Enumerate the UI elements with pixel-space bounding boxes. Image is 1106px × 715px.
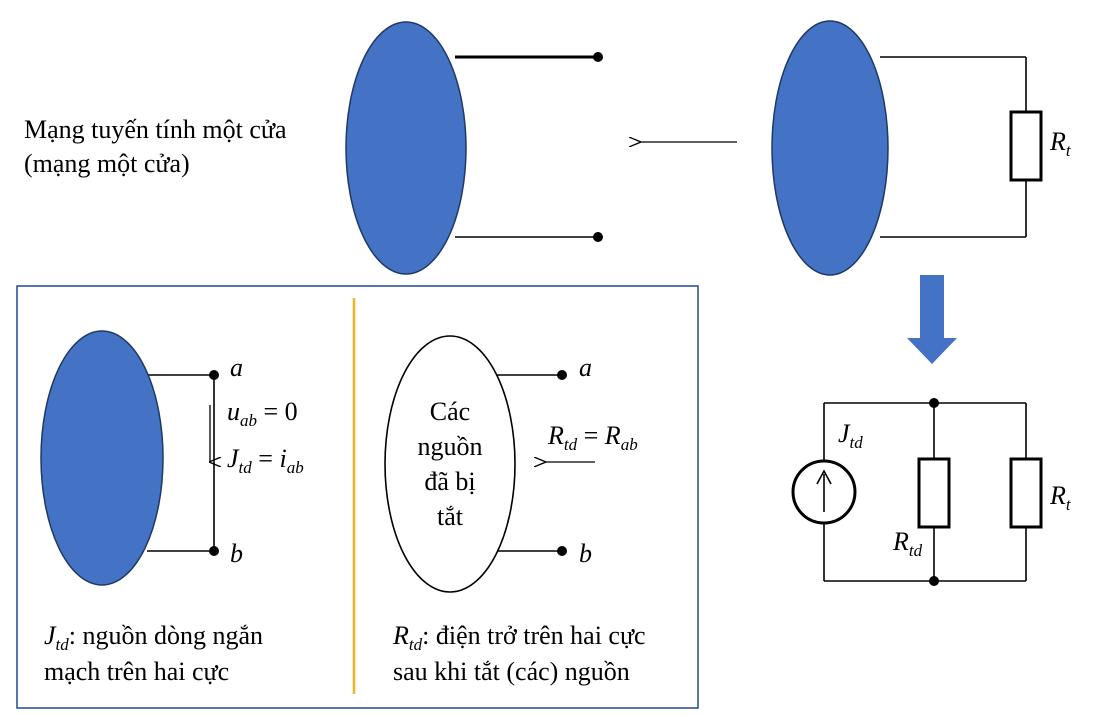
title-line-2: (mạng một cửa) (24, 149, 190, 178)
terminal-a-label: a (230, 353, 243, 382)
ellipse-text-line: Các (430, 397, 470, 426)
equation-j-td: Jtd = iab (227, 444, 304, 477)
network-ellipse-off (384, 335, 516, 593)
caption-left-line-2: mạch trên hai cực (44, 657, 230, 686)
rtd-label: Rtd (893, 527, 923, 560)
load-label: Rt (1050, 127, 1071, 160)
caption-right-line-2: sau khi tắt (các) nguồn (393, 657, 630, 686)
resistor-rtd (917, 457, 951, 529)
ellipse-text-line: nguồn (418, 432, 483, 461)
network-ellipse (771, 20, 889, 276)
down-arrow-icon (907, 275, 957, 364)
equivalent-panel (16, 285, 699, 709)
terminal-a-label: a (579, 353, 592, 382)
title-line-1: Mạng tuyến tính một cửa (24, 115, 287, 144)
terminal-dot (593, 232, 603, 242)
rt-label: Rt (1050, 481, 1071, 514)
caption-left-line-1: Jtd: nguồn dòng ngắn (44, 621, 264, 654)
deactivated-network (384, 335, 595, 593)
one-port-network-with-load (771, 20, 1043, 276)
load-resistor (1009, 110, 1043, 182)
ellipse-text-line: đã bị (424, 467, 475, 496)
terminal-dot (593, 52, 603, 62)
ellipse-text-line: tắt (437, 502, 464, 531)
terminal-b-label: b (230, 539, 243, 568)
source-label: Jtd (838, 419, 863, 452)
network-ellipse (40, 330, 164, 586)
equation-r-td: Rtd = Rab (548, 421, 638, 454)
terminal-b-label: b (579, 539, 592, 568)
short-circuit-network (40, 330, 219, 586)
network-ellipse (345, 21, 467, 275)
one-port-network-top-left (345, 21, 603, 275)
norton-equivalent-circuit (791, 398, 1043, 586)
caption-right-line-1: Rtd: điện trở trên hai cực (393, 621, 646, 654)
resistor-rt (1009, 457, 1043, 529)
equation-u-ab: uab = 0 (227, 397, 298, 430)
